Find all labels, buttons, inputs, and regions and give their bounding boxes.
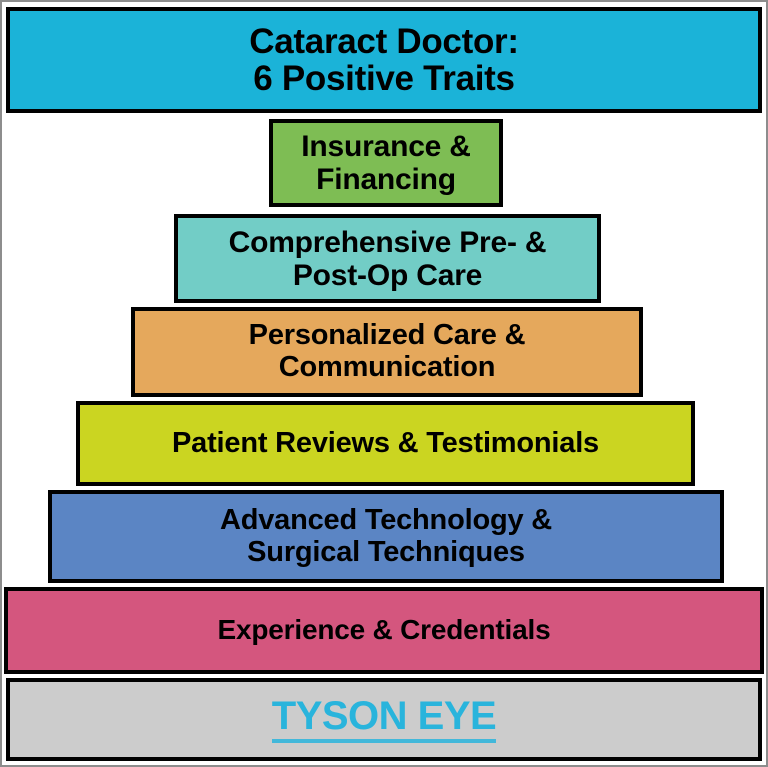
pyramid-tier-personalized-care-communication: Personalized Care & Communication: [131, 307, 643, 397]
pyramid-tier-pre-post-op-care: Comprehensive Pre- & Post-Op Care: [174, 214, 601, 303]
tier-label-line-2: Post-Op Care: [292, 258, 483, 292]
tier-label-line-1: Insurance &: [301, 130, 471, 163]
pyramid-tier-insurance-financing: Insurance & Financing: [269, 119, 503, 207]
tier-label-line-1: Patient Reviews & Testimonials: [172, 426, 599, 459]
tier-label-line-1: Comprehensive Pre- &: [228, 225, 547, 259]
brand-name: TYSON EYE: [271, 694, 497, 738]
pyramid-tier-patient-reviews-testimonials: Patient Reviews & Testimonials: [76, 401, 695, 486]
tier-label-line-2: Surgical Techniques: [247, 535, 525, 568]
tier-label-line-1: Personalized Care &: [248, 319, 526, 352]
tier-label-line-1: Advanced Technology &: [219, 503, 553, 536]
pyramid-chart: Insurance & Financing Comprehensive Pre-…: [2, 115, 766, 678]
pyramid-tier-experience-credentials: Experience & Credentials: [4, 587, 764, 674]
page-title-line-2: 6 Positive Traits: [253, 59, 515, 98]
tier-label-line-2: Communication: [278, 351, 496, 383]
tyson-eye-logo: TYSON EYE: [271, 694, 497, 743]
poster-header: Cataract Doctor: 6 Positive Traits: [6, 7, 762, 113]
tier-label-line-1: Experience & Credentials: [217, 614, 551, 646]
tier-label-line-2: Financing: [316, 163, 456, 196]
page-title-line-1: Cataract Doctor:: [249, 21, 519, 61]
pyramid-tier-advanced-technology-surgical-techniques: Advanced Technology & Surgical Technique…: [48, 490, 724, 583]
brand-underline-rule: [271, 739, 497, 743]
poster-footer: TYSON EYE: [6, 678, 762, 761]
